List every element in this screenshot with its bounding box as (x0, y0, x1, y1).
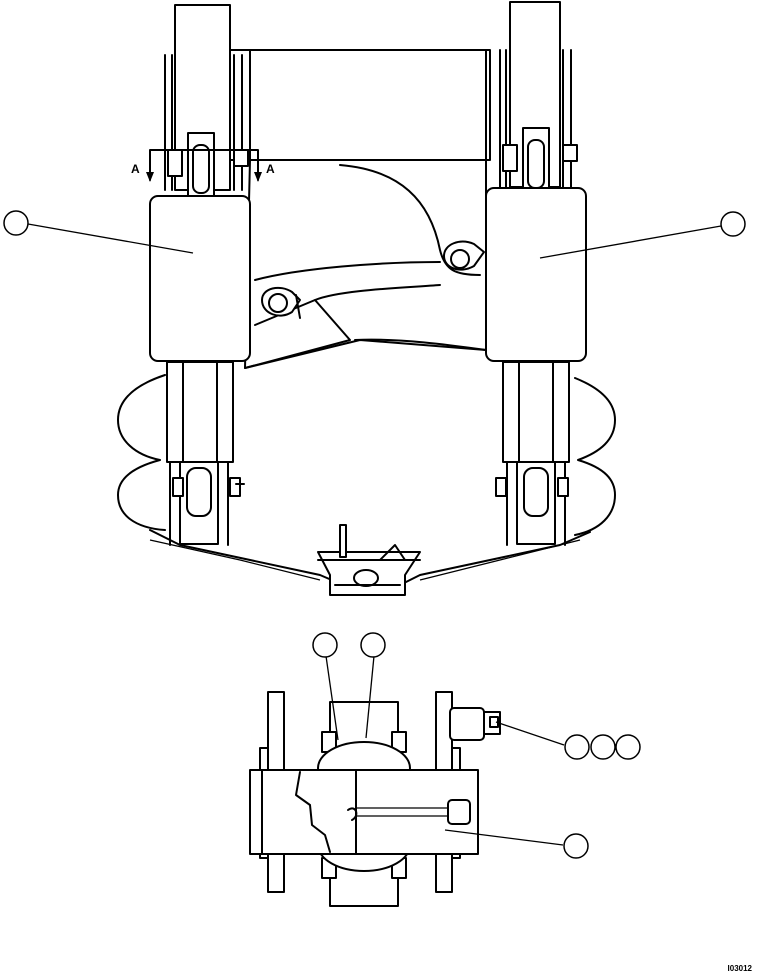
grease-fitting (449, 707, 501, 741)
left-pin-boss (261, 286, 301, 319)
bottom-bracket (317, 524, 421, 596)
section-a-a-view (249, 632, 641, 907)
left-cylinder (149, 4, 251, 546)
callout-pair-top (312, 632, 386, 741)
callout-fitting-group (495, 721, 641, 760)
right-cylinder (485, 1, 587, 546)
right-pin-boss (443, 240, 485, 271)
callout-body (444, 829, 589, 859)
callout-right-cylinder (539, 211, 746, 259)
figure-code: I03012 (727, 964, 752, 973)
main-assembly-view: A A (3, 1, 746, 596)
section-line-a-a: A A (131, 149, 275, 182)
section-label-left: A (131, 162, 140, 176)
callout-left-cylinder (3, 210, 194, 254)
section-label-right: A (266, 162, 275, 176)
cylinder-body-section (249, 769, 479, 855)
cross-tube (227, 49, 491, 161)
